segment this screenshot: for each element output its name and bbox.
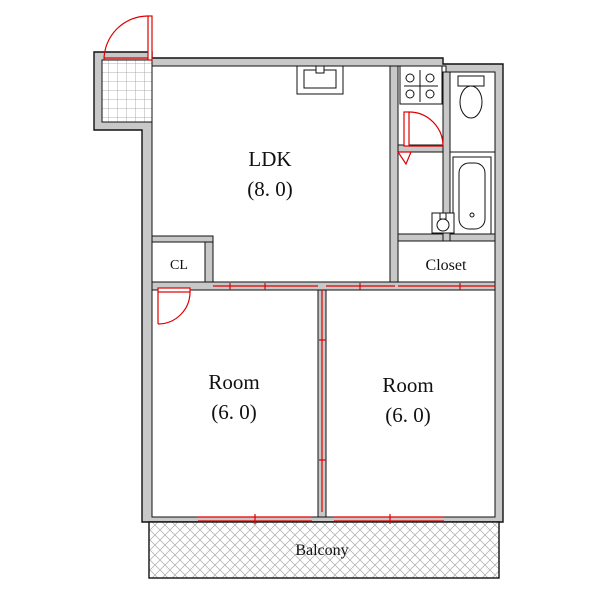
kitchen-sink-icon	[296, 65, 344, 95]
toilet-icon	[457, 75, 485, 119]
balcony-area	[148, 521, 500, 579]
doors	[103, 15, 495, 524]
washbasin-icon	[431, 212, 455, 234]
stove-icon	[399, 65, 443, 105]
ldk-size-label: (8. 0)	[247, 177, 293, 201]
closet-label: Closet	[426, 257, 467, 274]
room-right	[325, 289, 496, 518]
entrance-tiles	[101, 59, 153, 123]
room-right-size-label: (6. 0)	[385, 403, 431, 427]
closet-area	[397, 240, 496, 283]
room-left-name-label: Room	[208, 370, 259, 394]
balcony-label: Balcony	[295, 542, 348, 559]
partition-walls	[151, 65, 496, 518]
cl-area	[151, 241, 206, 283]
room-right-name-label: Room	[382, 373, 433, 397]
ldk-name-label: LDK	[248, 147, 291, 171]
bathtub-icon	[452, 156, 492, 235]
room-left	[151, 289, 319, 518]
cl-label: CL	[170, 258, 188, 273]
room-left-size-label: (6. 0)	[211, 400, 257, 424]
